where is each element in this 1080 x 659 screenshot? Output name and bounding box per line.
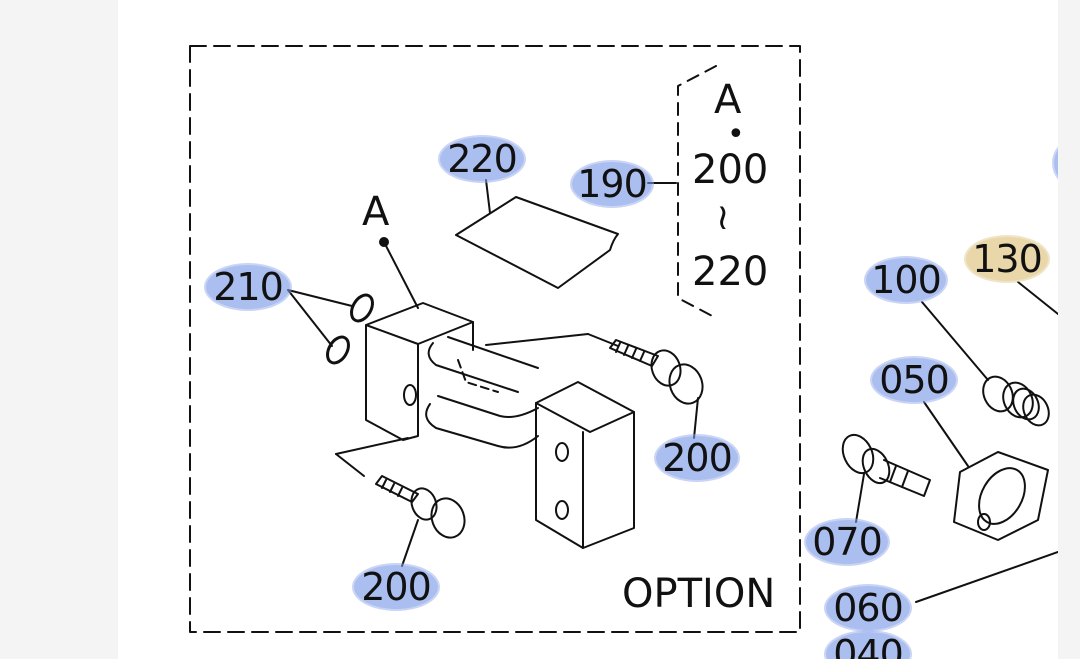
option-caption: OPTION: [622, 571, 776, 617]
note-range-end: 220: [692, 249, 769, 295]
part-200-bolt-bottom: [375, 475, 466, 567]
callout-190[interactable]: 190: [572, 162, 652, 206]
leader-220: [485, 179, 491, 214]
callout-040[interactable]: 040: [826, 632, 910, 659]
part-210-oring-top: [350, 293, 374, 323]
callout-partial-edge[interactable]: [1054, 141, 1058, 185]
callout-200-bottom[interactable]: 200: [354, 565, 438, 609]
callout-130[interactable]: 130: [966, 237, 1048, 281]
part-220-sheet: [455, 196, 619, 289]
option-frame: [189, 45, 801, 633]
part-tube-assembly: [335, 333, 619, 477]
note-a-label: A: [714, 77, 742, 123]
diagram-sheet: A • 200 ≀ 220 A OPTION 220 190 210 200 2…: [118, 0, 1058, 659]
note-bracket: [677, 65, 717, 319]
callout-100[interactable]: 100: [866, 258, 946, 302]
part-100-plug: [921, 301, 1050, 427]
point-a-label: A: [362, 189, 390, 235]
parts-drawing: [189, 45, 1058, 633]
part-block-right: [535, 381, 635, 549]
callout-200-right[interactable]: 200: [656, 436, 738, 480]
note-dot: •: [727, 117, 745, 152]
leader-a: [383, 241, 419, 309]
right-gutter: [1058, 0, 1080, 659]
note-range-tilde: ≀: [716, 197, 730, 238]
part-050-flange: [923, 401, 1049, 541]
note-range-start: 200: [692, 147, 769, 193]
part-070-bolt: [841, 433, 931, 523]
part-200-bolt-right: [609, 339, 704, 439]
part-210-oring-bottom: [326, 335, 350, 365]
callout-220[interactable]: 220: [440, 137, 524, 181]
leader-130: [1017, 281, 1058, 315]
leader-210-b: [287, 289, 333, 347]
callout-070[interactable]: 070: [806, 520, 888, 564]
leader-060: [915, 551, 1058, 603]
leader-210-a: [287, 289, 353, 307]
callout-210[interactable]: 210: [206, 265, 290, 309]
callout-050[interactable]: 050: [872, 358, 956, 402]
callout-060[interactable]: 060: [826, 586, 910, 630]
